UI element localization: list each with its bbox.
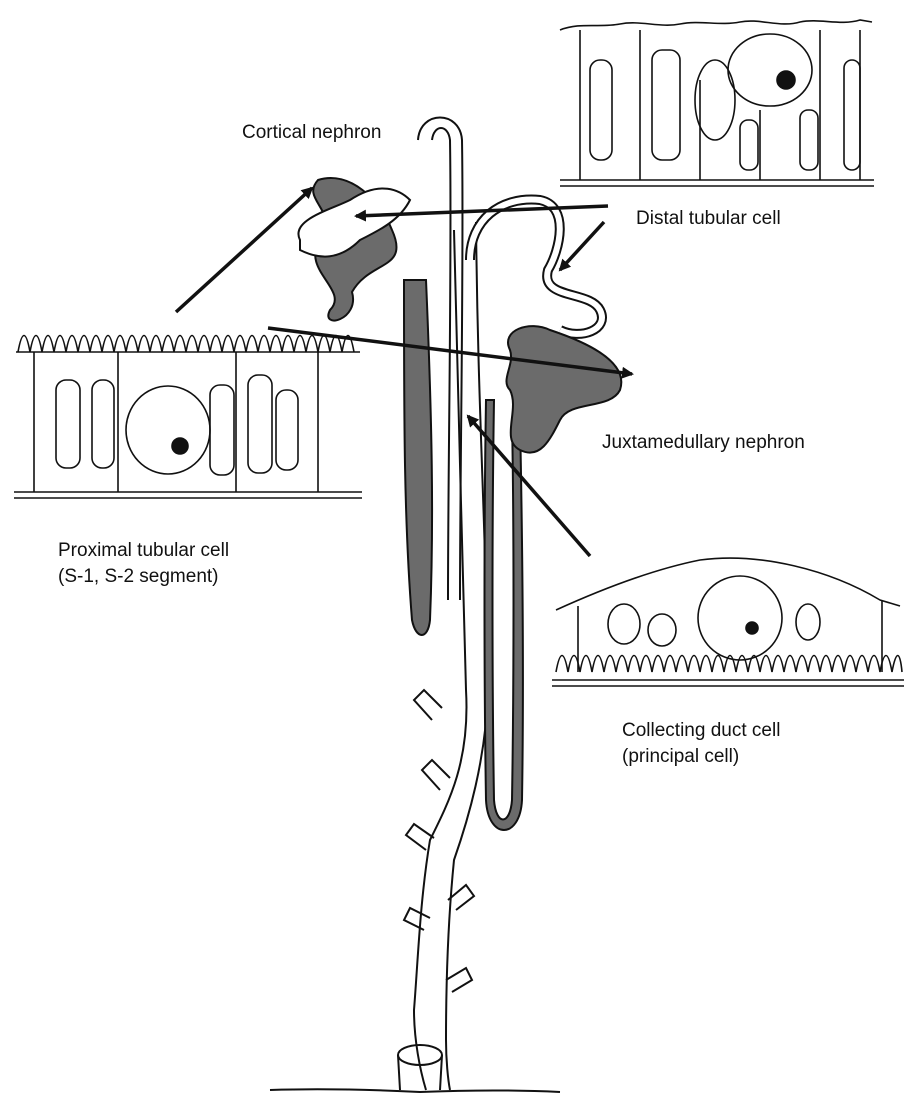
collecting-duct-cell-illustration	[552, 558, 904, 686]
juxtamedullary-nephron	[470, 200, 621, 830]
arrow-distal-to-juxtamedullary	[560, 222, 604, 270]
collecting-label-line2: (principal cell)	[622, 744, 780, 770]
proximal-tubular-cell-label: Proximal tubular cell (S-1, S-2 segment)	[58, 538, 229, 590]
cortical-nephron-label: Cortical nephron	[242, 120, 381, 146]
distal-tubular-cell-illustration	[560, 20, 874, 186]
proximal-tubular-cell-illustration	[14, 336, 362, 499]
proximal-label-line2: (S-1, S-2 segment)	[58, 564, 229, 590]
collecting-duct-cell-label: Collecting duct cell (principal cell)	[622, 718, 780, 770]
arrow-proximal-to-cortical	[176, 188, 312, 312]
collecting-label-line1: Collecting duct cell	[622, 718, 780, 744]
proximal-label-line1: Proximal tubular cell	[58, 538, 229, 564]
distal-tubular-cell-label: Distal tubular cell	[636, 206, 781, 232]
cortical-nephron	[298, 118, 462, 636]
juxtamedullary-nephron-label: Juxtamedullary nephron	[602, 430, 805, 456]
